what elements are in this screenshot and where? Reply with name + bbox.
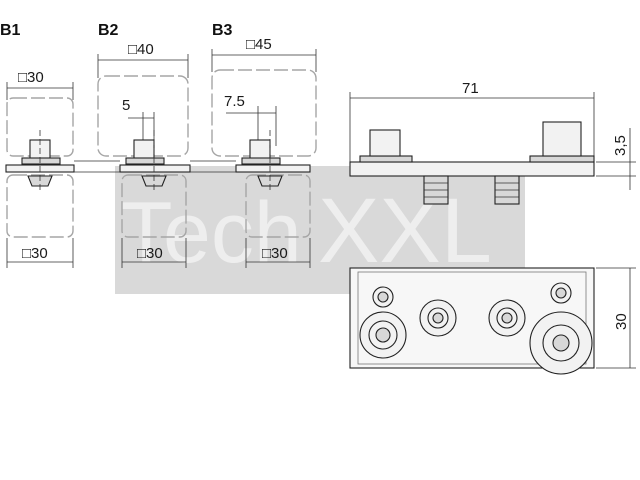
plate-side-view: 71 3,5	[349, 80, 636, 205]
b3-stud	[249, 139, 271, 161]
variant-b1: □30 □30	[5, 69, 75, 268]
b3-washer	[241, 157, 281, 165]
watermark: Tech XXL	[115, 166, 525, 294]
b2-offset-dimension: 5	[122, 97, 130, 114]
b2-plate	[119, 164, 191, 173]
left-stud	[369, 129, 401, 157]
watermark-tech: Tech	[120, 185, 302, 281]
b2-bottom-dimension: □30	[137, 245, 163, 262]
plate-thickness-dimension: 3,5	[612, 135, 629, 156]
variant-b1-label: B1	[0, 22, 21, 39]
right-stud	[542, 121, 582, 157]
plate-length-dimension: 71	[462, 80, 479, 97]
watermark-xxl: XXL	[318, 180, 492, 282]
variant-b3: □45 7.5 □30	[211, 36, 317, 268]
plate-width-dimension: 30	[613, 313, 630, 330]
b2-top-dimension: □40	[128, 41, 154, 58]
plate-body	[349, 161, 595, 177]
variant-b3-label: B3	[212, 22, 233, 39]
plate-top-view: 30	[349, 267, 636, 375]
b1-washer	[21, 157, 61, 165]
left-washer	[359, 155, 413, 163]
b3-bottom-dimension: □30	[262, 245, 288, 262]
variant-b2-label: B2	[98, 22, 119, 39]
variant-b2: □40 5 □30	[97, 41, 191, 268]
b2-stud	[133, 139, 155, 161]
b3-plate	[235, 164, 311, 173]
b1-top-dimension: □30	[18, 69, 44, 86]
b2-washer	[125, 157, 165, 165]
b3-top-dimension: □45	[246, 36, 272, 53]
b3-bottom-profile	[245, 174, 311, 238]
right-washer	[529, 155, 595, 163]
b3-offset-dimension: 7.5	[224, 93, 245, 110]
b1-bottom-dimension: □30	[22, 245, 48, 262]
